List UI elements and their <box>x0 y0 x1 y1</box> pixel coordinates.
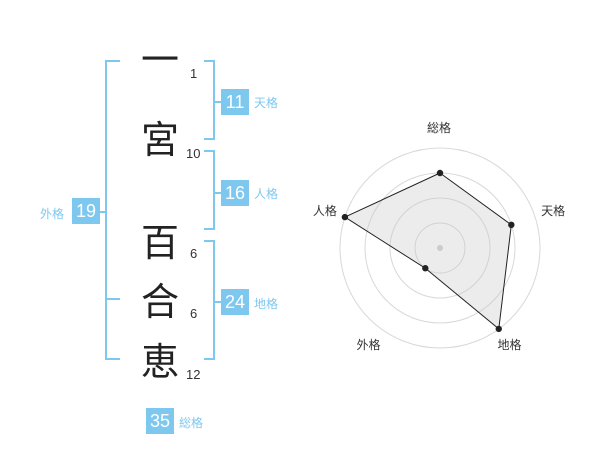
radar-axis-label-2: 天格 <box>541 203 566 218</box>
name-char-2: 宮 <box>140 118 179 162</box>
tenkaku-label: 天格 <box>254 96 279 110</box>
radar-point-2 <box>508 221 515 229</box>
stroke-count-5: 12 <box>186 367 201 382</box>
name-char-4: 合 <box>140 280 179 324</box>
stroke-count-1: 1 <box>190 66 198 81</box>
jinkaku-label: 人格 <box>254 187 279 201</box>
radar-axis-label-1: 総格 <box>427 121 452 135</box>
soukaku-badge: 35 <box>146 408 174 434</box>
radar-point-3 <box>495 325 502 333</box>
radar-ring <box>389 197 491 299</box>
radar-point-4 <box>422 265 429 272</box>
radar-series-area <box>343 172 512 330</box>
stroke-count-2: 10 <box>186 146 201 161</box>
gaikaku-label: 外格 <box>40 207 65 221</box>
stroke-count-3: 6 <box>190 246 198 261</box>
radar-axis-label-5: 人格 <box>312 203 337 218</box>
radar-center-dot <box>437 245 443 251</box>
radar-axis-label-4: 外格 <box>356 338 381 353</box>
radar-ring <box>414 222 466 274</box>
radar-point-1 <box>436 169 444 177</box>
radar-axis-label-3: 地格 <box>497 338 522 353</box>
name-char-5: 恵 <box>140 340 179 384</box>
radar-point-5 <box>341 213 349 221</box>
tenkaku-badge: 11 <box>221 89 249 115</box>
name-char-3: 百 <box>140 221 179 265</box>
soukaku-label: 総格 <box>179 416 204 430</box>
gaikaku-badge: 19 <box>72 198 100 224</box>
stroke-count-4: 6 <box>190 306 198 321</box>
chikaku-badge: 24 <box>221 289 249 315</box>
jinkaku-badge: 16 <box>221 180 249 206</box>
name-char-1: 一 <box>140 38 179 82</box>
chikaku-label: 地格 <box>254 297 279 311</box>
